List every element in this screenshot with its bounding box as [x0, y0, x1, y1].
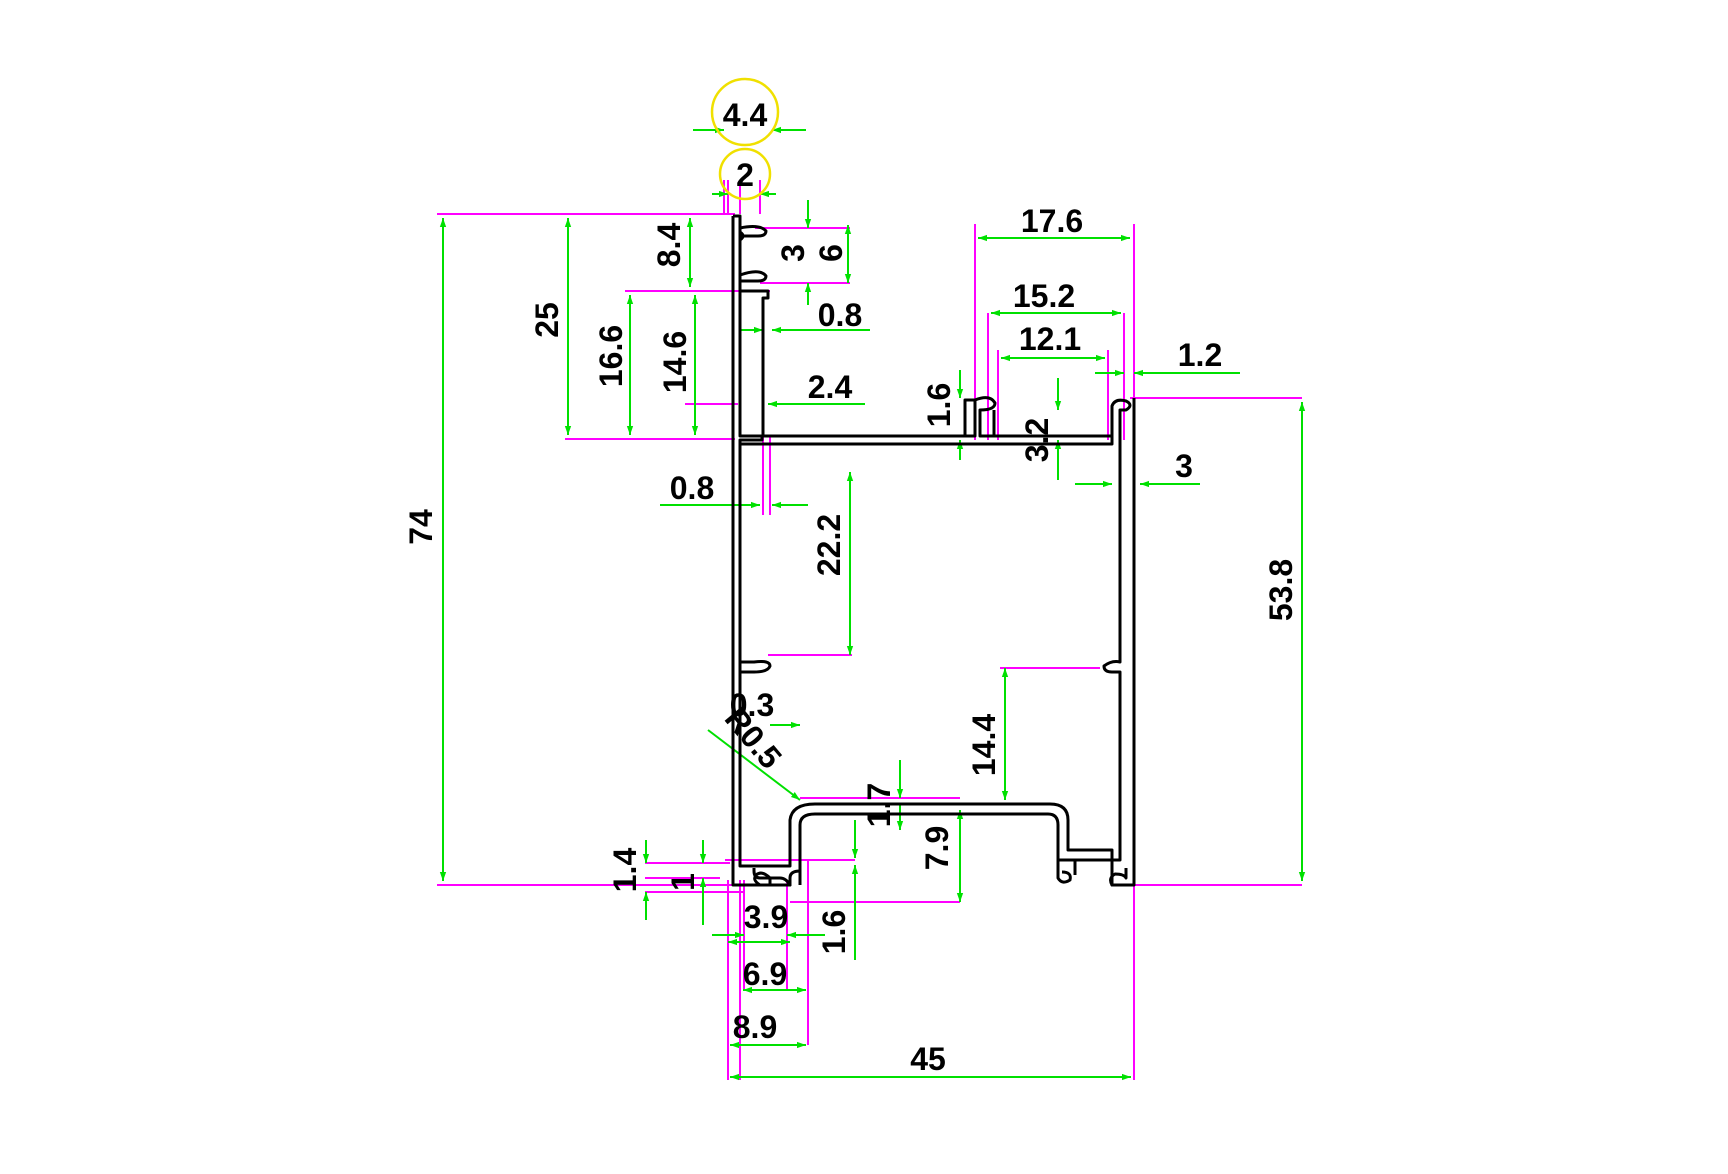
- dim-6: 6: [813, 244, 849, 262]
- profile-outline: [731, 214, 1136, 887]
- dim-1-6-bottom: 1.6: [816, 910, 852, 954]
- dimension-labels: 4.4 2 74 25 8.4 3 6 16.6 14.6 0.8 2.4 0.…: [403, 97, 1299, 1077]
- dim-0-8-top: 0.8: [818, 297, 862, 333]
- dim-45: 45: [910, 1041, 946, 1077]
- dim-4-4: 4.4: [723, 97, 768, 133]
- dim-1-6-top: 1.6: [921, 383, 957, 427]
- dim-2-4: 2.4: [808, 369, 853, 405]
- dim-0-3: 0.3: [730, 687, 774, 723]
- dim-1-2: 1.2: [1178, 337, 1222, 373]
- dim-8-4: 8.4: [651, 223, 687, 268]
- dim-17-6: 17.6: [1021, 203, 1083, 239]
- dim-7-9: 7.9: [919, 826, 955, 870]
- dim-15-2: 15.2: [1013, 278, 1075, 314]
- dimension-lines: [439, 126, 1306, 1081]
- highlight-circle-top: [710, 77, 780, 147]
- dim-1-4: 1.4: [607, 848, 643, 893]
- dim-3-9: 3.9: [744, 899, 788, 935]
- dim-0-8-mid: 0.8: [670, 470, 714, 506]
- dim-25: 25: [529, 302, 565, 338]
- dim-53-8: 53.8: [1263, 559, 1299, 621]
- dim-2: 2: [736, 157, 754, 193]
- dim-3-right: 3: [1175, 448, 1193, 484]
- dim-14-4: 14.4: [966, 714, 1002, 776]
- dim-1: 1: [665, 873, 701, 891]
- dim-1-7: 1.7: [861, 783, 897, 827]
- dim-3-top: 3: [775, 244, 811, 262]
- dim-8-9: 8.9: [733, 1009, 777, 1045]
- dim-14-6: 14.6: [657, 331, 693, 393]
- dim-6-9: 6.9: [743, 956, 787, 992]
- dim-12-1: 12.1: [1019, 321, 1081, 357]
- dim-16-6: 16.6: [593, 325, 629, 387]
- dim-3-2: 3.2: [1019, 418, 1055, 462]
- highlight-circle-second: [718, 147, 772, 201]
- dim-74: 74: [403, 509, 439, 545]
- dim-22-2: 22.2: [811, 514, 847, 576]
- extension-lines: [437, 180, 1302, 1080]
